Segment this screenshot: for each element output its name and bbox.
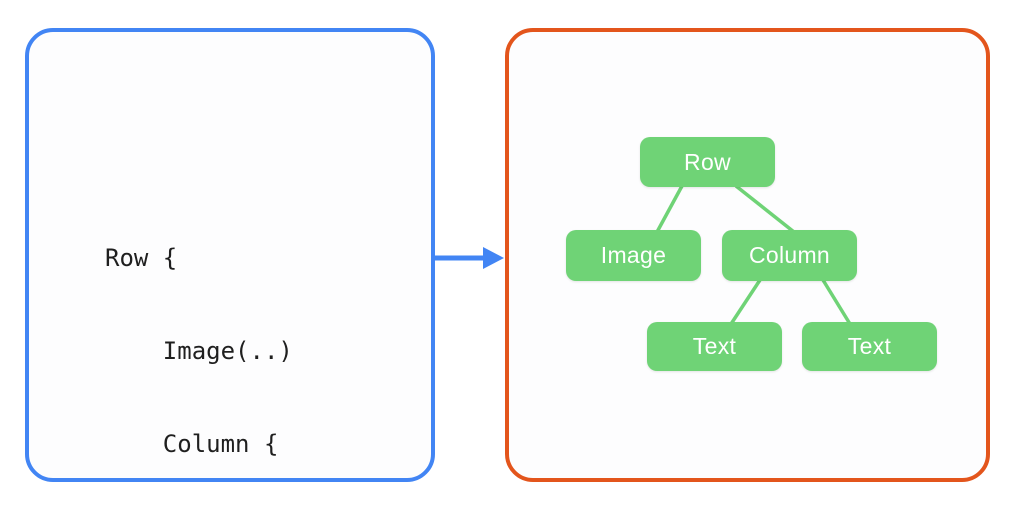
tree-node-text-2: Text: [802, 322, 937, 371]
tree-node-label: Column: [748, 242, 831, 268]
tree-node-label: Image: [600, 242, 667, 268]
tree-node-label: Row: [684, 148, 731, 175]
tree-node-row: Row: [640, 137, 775, 187]
tree-panel: Row Image Column Text Text: [505, 28, 990, 482]
tree-node-column: Column: [722, 230, 857, 281]
code-line: Row {: [105, 244, 178, 272]
tree-node-image: Image: [566, 230, 701, 281]
tree-edge-row-column: [734, 184, 796, 234]
code-line: Column {: [105, 430, 279, 458]
tree-node-text-1: Text: [647, 322, 782, 371]
tree-node-label: Text: [847, 333, 892, 359]
code-panel: Row { Image(..) Column { Text(..) Text(.…: [25, 28, 435, 482]
tree-edge-row-image: [655, 185, 684, 233]
code-snippet: Row { Image(..) Column { Text(..) Text(.…: [105, 181, 336, 506]
tree-node-label: Text: [692, 333, 737, 359]
right-arrow-icon: [433, 247, 504, 269]
tree-edge-column-text2: [821, 279, 852, 325]
tree-edge-column-text1: [729, 279, 762, 325]
code-line: Image(..): [105, 337, 293, 365]
tree-edges: [655, 184, 852, 325]
